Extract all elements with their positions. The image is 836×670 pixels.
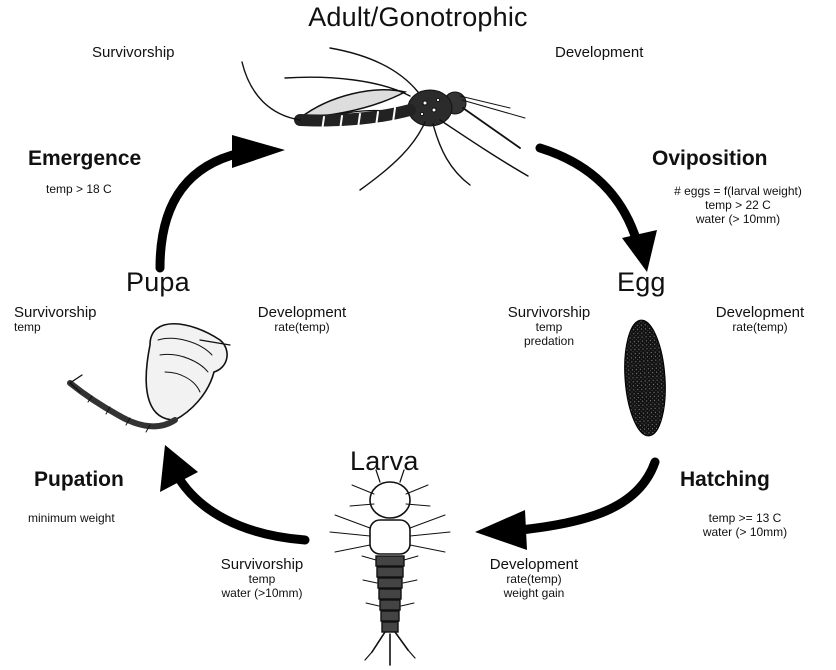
stage-title-egg: Egg [617, 267, 666, 298]
pupation-condition: minimum weight [28, 512, 115, 526]
egg-development-label: Development [716, 304, 804, 321]
oviposition-condition: temp > 22 C [705, 199, 771, 213]
transition-title-hatching: Hatching [680, 468, 770, 492]
stage-title-larva: Larva [350, 446, 419, 477]
egg-survivorship-factor: temp [536, 321, 563, 335]
transition-title-pupation: Pupation [34, 468, 124, 492]
adult-mosquito-illustration [242, 48, 528, 190]
egg-survivorship-block: Survivorship temp predation [486, 304, 612, 349]
larva-survivorship-factor: water (>10mm) [221, 587, 302, 601]
larva-survivorship-label: Survivorship [221, 556, 304, 573]
larva-illustration [330, 470, 450, 665]
stage-title-pupa: Pupa [126, 267, 190, 298]
oviposition-condition: water (> 10mm) [696, 213, 780, 227]
egg-illustration [621, 319, 669, 438]
oviposition-conditions: # eggs = f(larval weight) temp > 22 C wa… [642, 185, 834, 226]
hatching-conditions: temp >= 13 C water (> 10mm) [660, 512, 830, 540]
hatching-condition: temp >= 13 C [709, 512, 782, 526]
arrow-oviposition [540, 148, 657, 272]
larva-survivorship-factor: temp [249, 573, 276, 587]
hatching-condition: water (> 10mm) [703, 526, 787, 540]
pupa-development-block: Development rate(temp) [234, 304, 370, 335]
arrow-emergence [160, 135, 285, 268]
larva-development-factor: weight gain [504, 587, 565, 601]
egg-development-factor: rate(temp) [732, 321, 787, 335]
egg-survivorship-label: Survivorship [508, 304, 591, 321]
egg-development-block: Development rate(temp) [692, 304, 828, 335]
larva-development-label: Development [490, 556, 578, 573]
emergence-condition: temp > 18 C [46, 183, 112, 197]
transition-title-emergence: Emergence [28, 147, 141, 171]
adult-development-label: Development [555, 44, 643, 61]
adult-survivorship-label: Survivorship [92, 44, 175, 61]
stage-title-adult: Adult/Gonotrophic [0, 2, 836, 33]
pupa-development-factor: rate(temp) [274, 321, 329, 335]
pupa-survivorship-factor: temp [14, 321, 41, 335]
pupa-illustration [70, 324, 230, 432]
pupa-survivorship-block: Survivorship temp [14, 304, 97, 335]
pupa-development-label: Development [258, 304, 346, 321]
pupa-survivorship-label: Survivorship [14, 304, 97, 321]
transition-title-oviposition: Oviposition [652, 147, 768, 171]
oviposition-condition: # eggs = f(larval weight) [674, 185, 802, 199]
arrow-pupation [160, 445, 305, 540]
larva-survivorship-block: Survivorship temp water (>10mm) [192, 556, 332, 601]
arrow-hatching [475, 462, 655, 550]
larva-development-block: Development rate(temp) weight gain [462, 556, 606, 601]
larva-development-factor: rate(temp) [506, 573, 561, 587]
egg-survivorship-factor: predation [524, 335, 574, 349]
